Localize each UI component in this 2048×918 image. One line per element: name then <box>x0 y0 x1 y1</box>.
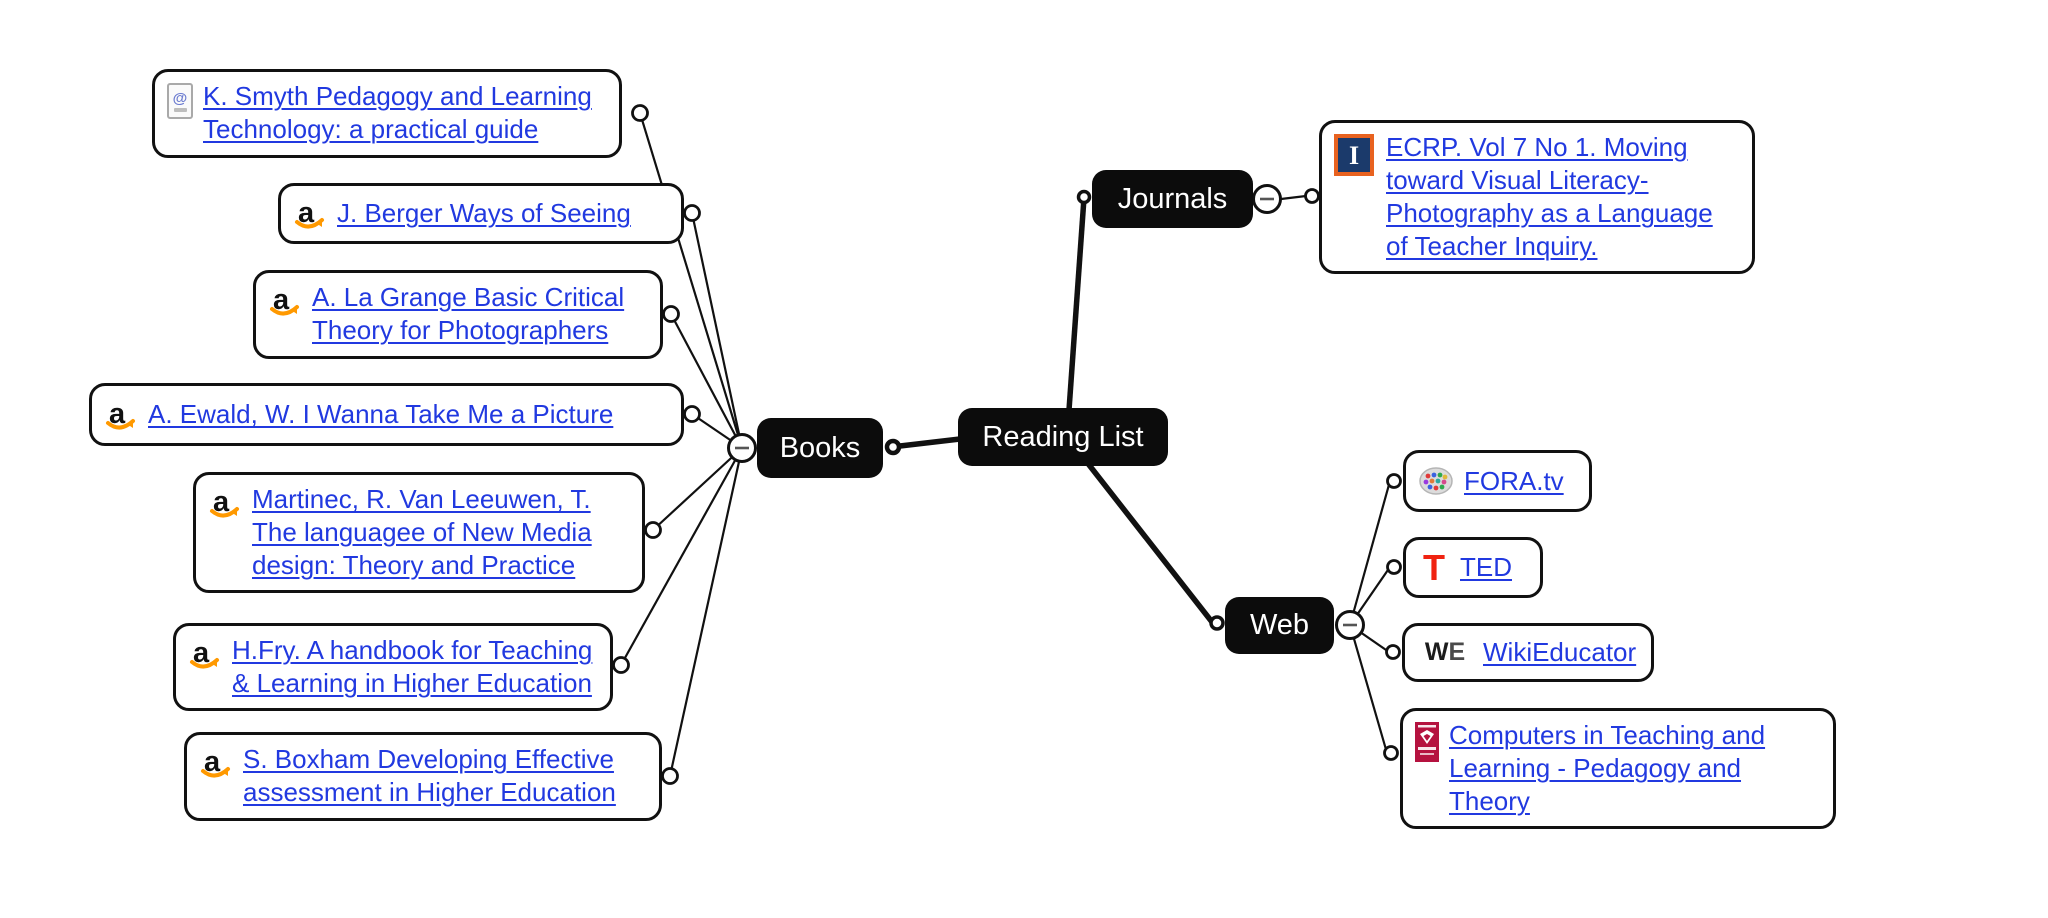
at-glyph: @ <box>172 89 188 107</box>
connector-dot <box>662 305 680 323</box>
amazon-icon: a <box>199 746 233 780</box>
connector-line <box>668 447 744 777</box>
connector-dot <box>1386 473 1402 489</box>
amazon-icon: a <box>293 197 327 231</box>
amazon-icon: a <box>188 637 222 671</box>
node-books[interactable]: Books <box>757 418 883 478</box>
node-book-berger[interactable]: a J. Berger Ways of Seeing <box>278 183 684 244</box>
node-link[interactable]: WikiEducator <box>1483 637 1637 667</box>
node-book-la-grange[interactable]: a A. La Grange Basic Critical Theory for… <box>253 270 663 359</box>
connector-dot <box>1386 559 1402 575</box>
collapse-button-web[interactable] <box>1335 610 1365 640</box>
connector-line <box>690 212 744 449</box>
ted-icon: T <box>1418 546 1450 588</box>
connector-dots <box>612 104 1402 785</box>
node-link[interactable]: Martinec, R. Van Leeuwen, T. The languag… <box>252 484 592 580</box>
node-link[interactable]: TED <box>1460 552 1512 582</box>
branch-connector-lines <box>1280 194 1392 754</box>
node-link[interactable]: S. Boxham Developing Effective assessmen… <box>243 744 616 807</box>
column-glyph: I <box>1348 140 1360 170</box>
connector-line <box>638 112 744 449</box>
node-link[interactable]: FORA.tv <box>1464 465 1564 496</box>
node-web[interactable]: Web <box>1225 597 1334 654</box>
connector-dot <box>1304 188 1320 204</box>
trunk-dots <box>884 189 1225 631</box>
amazon-icon: a <box>268 284 302 318</box>
crest-icon <box>1415 722 1439 762</box>
connector-dot <box>1209 615 1225 631</box>
connector-line <box>620 447 743 666</box>
node-reading-list-root[interactable]: Reading List <box>958 408 1168 466</box>
we-e-glyph: E <box>1448 638 1466 666</box>
connector-dot <box>612 656 630 674</box>
we-w-glyph: W <box>1424 638 1449 666</box>
trunk-web <box>1083 459 1215 624</box>
connector-dot <box>683 204 701 222</box>
collapse-buttons <box>727 184 1365 640</box>
node-web-label: Web <box>1249 609 1310 641</box>
ecrp-column-icon: I <box>1334 134 1374 176</box>
connector-line <box>1280 194 1307 201</box>
connector-dot <box>1383 745 1399 761</box>
svg-text:a: a <box>298 197 315 229</box>
connector-dot <box>1076 189 1092 205</box>
node-book-fry[interactable]: a H.Fry. A handbook for Teaching & Learn… <box>173 623 613 711</box>
node-link[interactable]: H.Fry. A handbook for Teaching & Learnin… <box>232 635 593 698</box>
node-book-martinec[interactable]: a Martinec, R. Van Leeuwen, T. The langu… <box>193 472 645 593</box>
node-book-boxham[interactable]: a S. Boxham Developing Effective assessm… <box>184 732 662 821</box>
node-link[interactable]: A. Ewald, W. I Wanna Take Me a Picture <box>148 399 614 429</box>
svg-text:a: a <box>193 637 210 669</box>
svg-text:a: a <box>204 746 221 778</box>
node-book-ewald[interactable]: a A. Ewald, W. I Wanna Take Me a Picture <box>89 383 684 446</box>
node-journals[interactable]: Journals <box>1092 170 1253 228</box>
node-books-label: Books <box>779 431 861 464</box>
collapse-button-journals[interactable] <box>1252 184 1282 214</box>
node-web-fora[interactable]: FORA.tv <box>1403 450 1592 512</box>
connector-line <box>670 313 743 449</box>
connector-dot <box>644 521 662 539</box>
connector-dot <box>1385 644 1401 660</box>
root-label: Reading List <box>982 420 1144 453</box>
trunk-lines <box>899 197 1215 624</box>
node-journals-label: Journals <box>1117 182 1228 215</box>
node-book-k-smyth[interactable]: @ K. Smyth Pedagogy and Learning Technol… <box>152 69 622 158</box>
connector-dot <box>661 767 679 785</box>
node-link[interactable]: J. Berger Ways of Seeing <box>337 198 631 228</box>
svg-text:a: a <box>213 486 230 518</box>
connector-line <box>652 447 743 531</box>
node-web-computers[interactable]: Computers in Teaching and Learning - Ped… <box>1400 708 1836 829</box>
connector-dot <box>683 405 701 423</box>
ted-glyph: T <box>1423 546 1445 588</box>
svg-text:a: a <box>273 284 290 316</box>
node-journal-ecrp[interactable]: I ECRP. Vol 7 No 1. Moving toward Visual… <box>1319 120 1755 274</box>
connector-line <box>1348 480 1392 626</box>
document-line <box>173 107 187 112</box>
fora-globe-icon <box>1418 466 1454 496</box>
book-connector-lines <box>620 112 744 777</box>
node-link[interactable]: K. Smyth Pedagogy and Learning Technolog… <box>203 81 592 144</box>
connector-dot <box>884 438 902 456</box>
collapse-button-books[interactable] <box>727 433 757 463</box>
svg-text:a: a <box>109 398 126 430</box>
node-link[interactable]: Computers in Teaching and Learning - Ped… <box>1449 720 1766 816</box>
node-web-ted[interactable]: T TED <box>1403 537 1543 598</box>
connector-dot <box>631 104 649 122</box>
amazon-icon: a <box>104 398 138 432</box>
email-document-icon: @ <box>167 83 193 119</box>
connector-line <box>1348 624 1389 754</box>
node-link[interactable]: ECRP. Vol 7 No 1. Moving toward Visual L… <box>1386 132 1713 261</box>
trunk-books <box>899 436 961 449</box>
node-link[interactable]: A. La Grange Basic Critical Theory for P… <box>312 282 625 345</box>
trunk-journals <box>1066 197 1087 411</box>
amazon-icon: a <box>208 486 242 520</box>
